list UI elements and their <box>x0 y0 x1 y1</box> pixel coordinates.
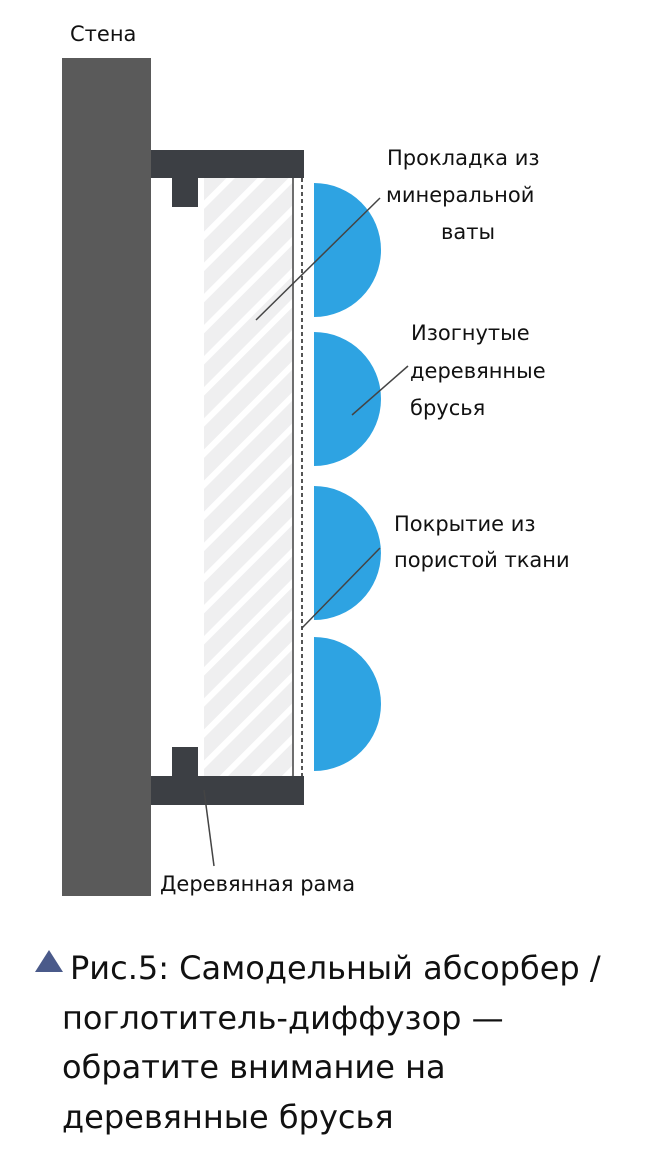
label-battens-2: деревянные <box>410 359 546 383</box>
leader-fabric <box>301 547 381 629</box>
label-battens-3: брусья <box>410 396 486 420</box>
caption-line-2: поглотитель-диффузор — <box>62 999 504 1037</box>
wall <box>62 58 151 896</box>
leader-lines <box>203 197 409 867</box>
wooden-frame <box>151 150 304 805</box>
leader-frame <box>203 789 215 867</box>
batten-4 <box>314 637 381 771</box>
curved-battens <box>314 183 381 771</box>
leader-mineral-wool <box>255 197 381 321</box>
mineral-wool-insulation <box>204 178 292 776</box>
leader-battens <box>351 365 409 416</box>
label-mineral-wool-3: ваты <box>441 220 496 244</box>
label-fabric-2: пористой ткани <box>394 548 570 572</box>
label-mineral-wool-2: минеральной <box>386 183 535 207</box>
batten-3 <box>314 486 381 620</box>
label-battens-1: Изогнутые <box>411 321 530 345</box>
triangle-icon <box>35 950 63 972</box>
label-wooden-frame: Деревянная рама <box>160 872 356 896</box>
batten-1 <box>314 183 381 317</box>
caption-line-4: деревянные брусья <box>62 1098 394 1136</box>
label-mineral-wool-1: Прокладка из <box>387 146 540 170</box>
label-fabric-1: Покрытие из <box>394 512 536 536</box>
caption-line-3: обратите внимание на <box>62 1048 446 1086</box>
fabric-cover <box>292 178 303 776</box>
caption-line-1: Рис.5: Самодельный абсорбер / <box>70 949 601 987</box>
label-wall: Стена <box>70 22 137 46</box>
batten-2 <box>314 332 381 466</box>
